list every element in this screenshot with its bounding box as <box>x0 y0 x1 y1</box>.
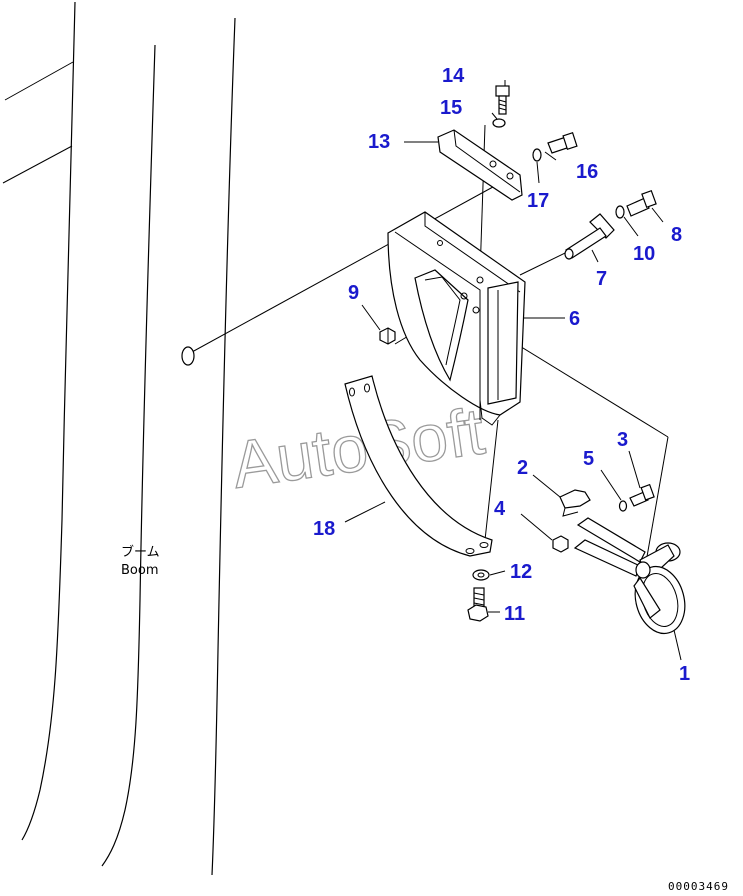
washer-12-hole <box>477 572 485 578</box>
bolt-16 <box>547 132 578 154</box>
callout-8: 8 <box>671 224 682 246</box>
callout-1: 1 <box>679 663 690 685</box>
callout-15: 15 <box>440 97 462 119</box>
callout-11: 11 <box>504 603 525 625</box>
leader-lines <box>344 80 682 661</box>
callout-6: 6 <box>569 308 580 330</box>
boom-label-japanese: ブーム <box>121 544 160 560</box>
callout-3: 3 <box>617 429 628 451</box>
callout-16: 16 <box>576 161 598 183</box>
document-number: 00003469 <box>668 880 729 893</box>
nut-9 <box>379 327 396 345</box>
bracket-2 <box>559 489 591 517</box>
roller-arm-1 <box>573 517 686 635</box>
pin-7 <box>564 213 615 260</box>
boom-label: ブーム Boom <box>121 544 160 578</box>
bolt-14 <box>495 85 510 115</box>
boom-label-english: Boom <box>121 563 159 578</box>
callout-5: 5 <box>583 448 594 470</box>
strap-18 <box>344 375 493 557</box>
callout-7: 7 <box>596 268 607 290</box>
nut-4 <box>552 535 569 553</box>
bolt-3 <box>629 483 655 507</box>
bracket-13 <box>437 129 523 201</box>
washer-5 <box>618 500 628 512</box>
callout-10: 10 <box>633 243 655 265</box>
guide-lines <box>191 124 669 569</box>
washer-12 <box>472 569 490 581</box>
washer-10 <box>615 205 625 219</box>
callout-2: 2 <box>517 457 528 479</box>
bolt-11 <box>467 587 489 622</box>
callouts: 1 2 3 4 5 6 7 8 9 10 11 12 13 14 15 16 1… <box>313 65 690 685</box>
washer-17 <box>532 148 542 162</box>
callout-17: 17 <box>527 190 549 212</box>
callout-12: 12 <box>510 561 532 583</box>
pad <box>181 346 195 366</box>
boom-outline <box>2 1 236 876</box>
callout-4: 4 <box>494 498 506 520</box>
callout-9: 9 <box>348 282 359 304</box>
callout-18: 18 <box>313 518 335 540</box>
callout-14: 14 <box>442 65 465 87</box>
callout-13: 13 <box>368 131 390 153</box>
bolt-8 <box>626 189 657 217</box>
holder-6 <box>387 211 526 426</box>
washer-15 <box>492 118 506 128</box>
